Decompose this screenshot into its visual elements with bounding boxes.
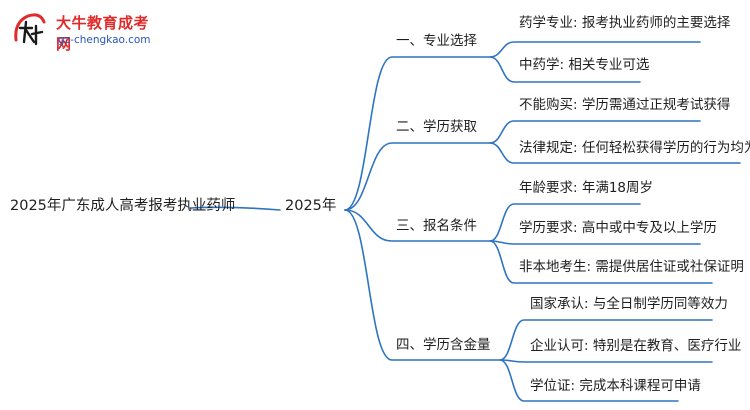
leaf-3-2: 学历要求: 高中或中专及以上学历 — [519, 220, 717, 236]
logo-name: 大牛教育成考网 — [56, 14, 150, 53]
site-logo: 大牛教育成考网 gz-chengkao.com — [6, 8, 156, 53]
branch-connector — [344, 209, 491, 242]
root-connector — [189, 206, 281, 211]
logo-mark-icon — [14, 13, 46, 46]
leaf-connector — [489, 41, 701, 58]
branch-connector — [344, 56, 491, 211]
leaf-3-1: 年龄要求: 年满18周岁 — [519, 180, 654, 196]
branch-3-label: 三、报名条件 — [396, 218, 477, 234]
branch-1-label: 一、专业选择 — [396, 33, 477, 49]
leaf-connector — [489, 240, 701, 245]
branch-4-label: 四、学历含金量 — [396, 337, 491, 353]
leaf-4-3: 学位证: 完成本科课程可申请 — [530, 378, 701, 394]
leaf-4-2: 企业认可: 特别是在教育、医疗行业 — [530, 338, 742, 354]
leaf-connector — [499, 359, 679, 402]
leaf-4-1: 国家承认: 与全日制学历同等效力 — [530, 296, 728, 312]
branch-connector — [344, 142, 491, 211]
center-node: 2025年 — [285, 198, 337, 214]
leaf-connector — [499, 359, 713, 363]
leaf-connector — [499, 319, 713, 361]
leaf-connector — [489, 203, 641, 242]
leaf-2-1: 不能购买: 学历需通过正规考试获得 — [519, 97, 731, 113]
leaf-1-2: 中药学: 相关专业可选 — [519, 57, 650, 73]
leaf-connector — [489, 240, 713, 284]
leaf-connector — [489, 120, 701, 144]
branch-connector — [344, 209, 501, 361]
branch-2-label: 二、学历获取 — [396, 119, 477, 135]
leaf-2-2: 法律规定: 任何轻松获得学历的行为均为诈骗 — [519, 140, 750, 156]
root-node: 2025年广东成人高考报考执业药师 — [10, 198, 236, 214]
leaf-connector — [489, 56, 641, 83]
leaf-connector — [489, 142, 741, 164]
logo-url: gz-chengkao.com — [58, 34, 151, 46]
leaf-3-3: 非本地考生: 需提供居住证或社保证明 — [519, 259, 744, 275]
leaf-1-1: 药学专业: 报考执业药师的主要选择 — [519, 15, 731, 31]
